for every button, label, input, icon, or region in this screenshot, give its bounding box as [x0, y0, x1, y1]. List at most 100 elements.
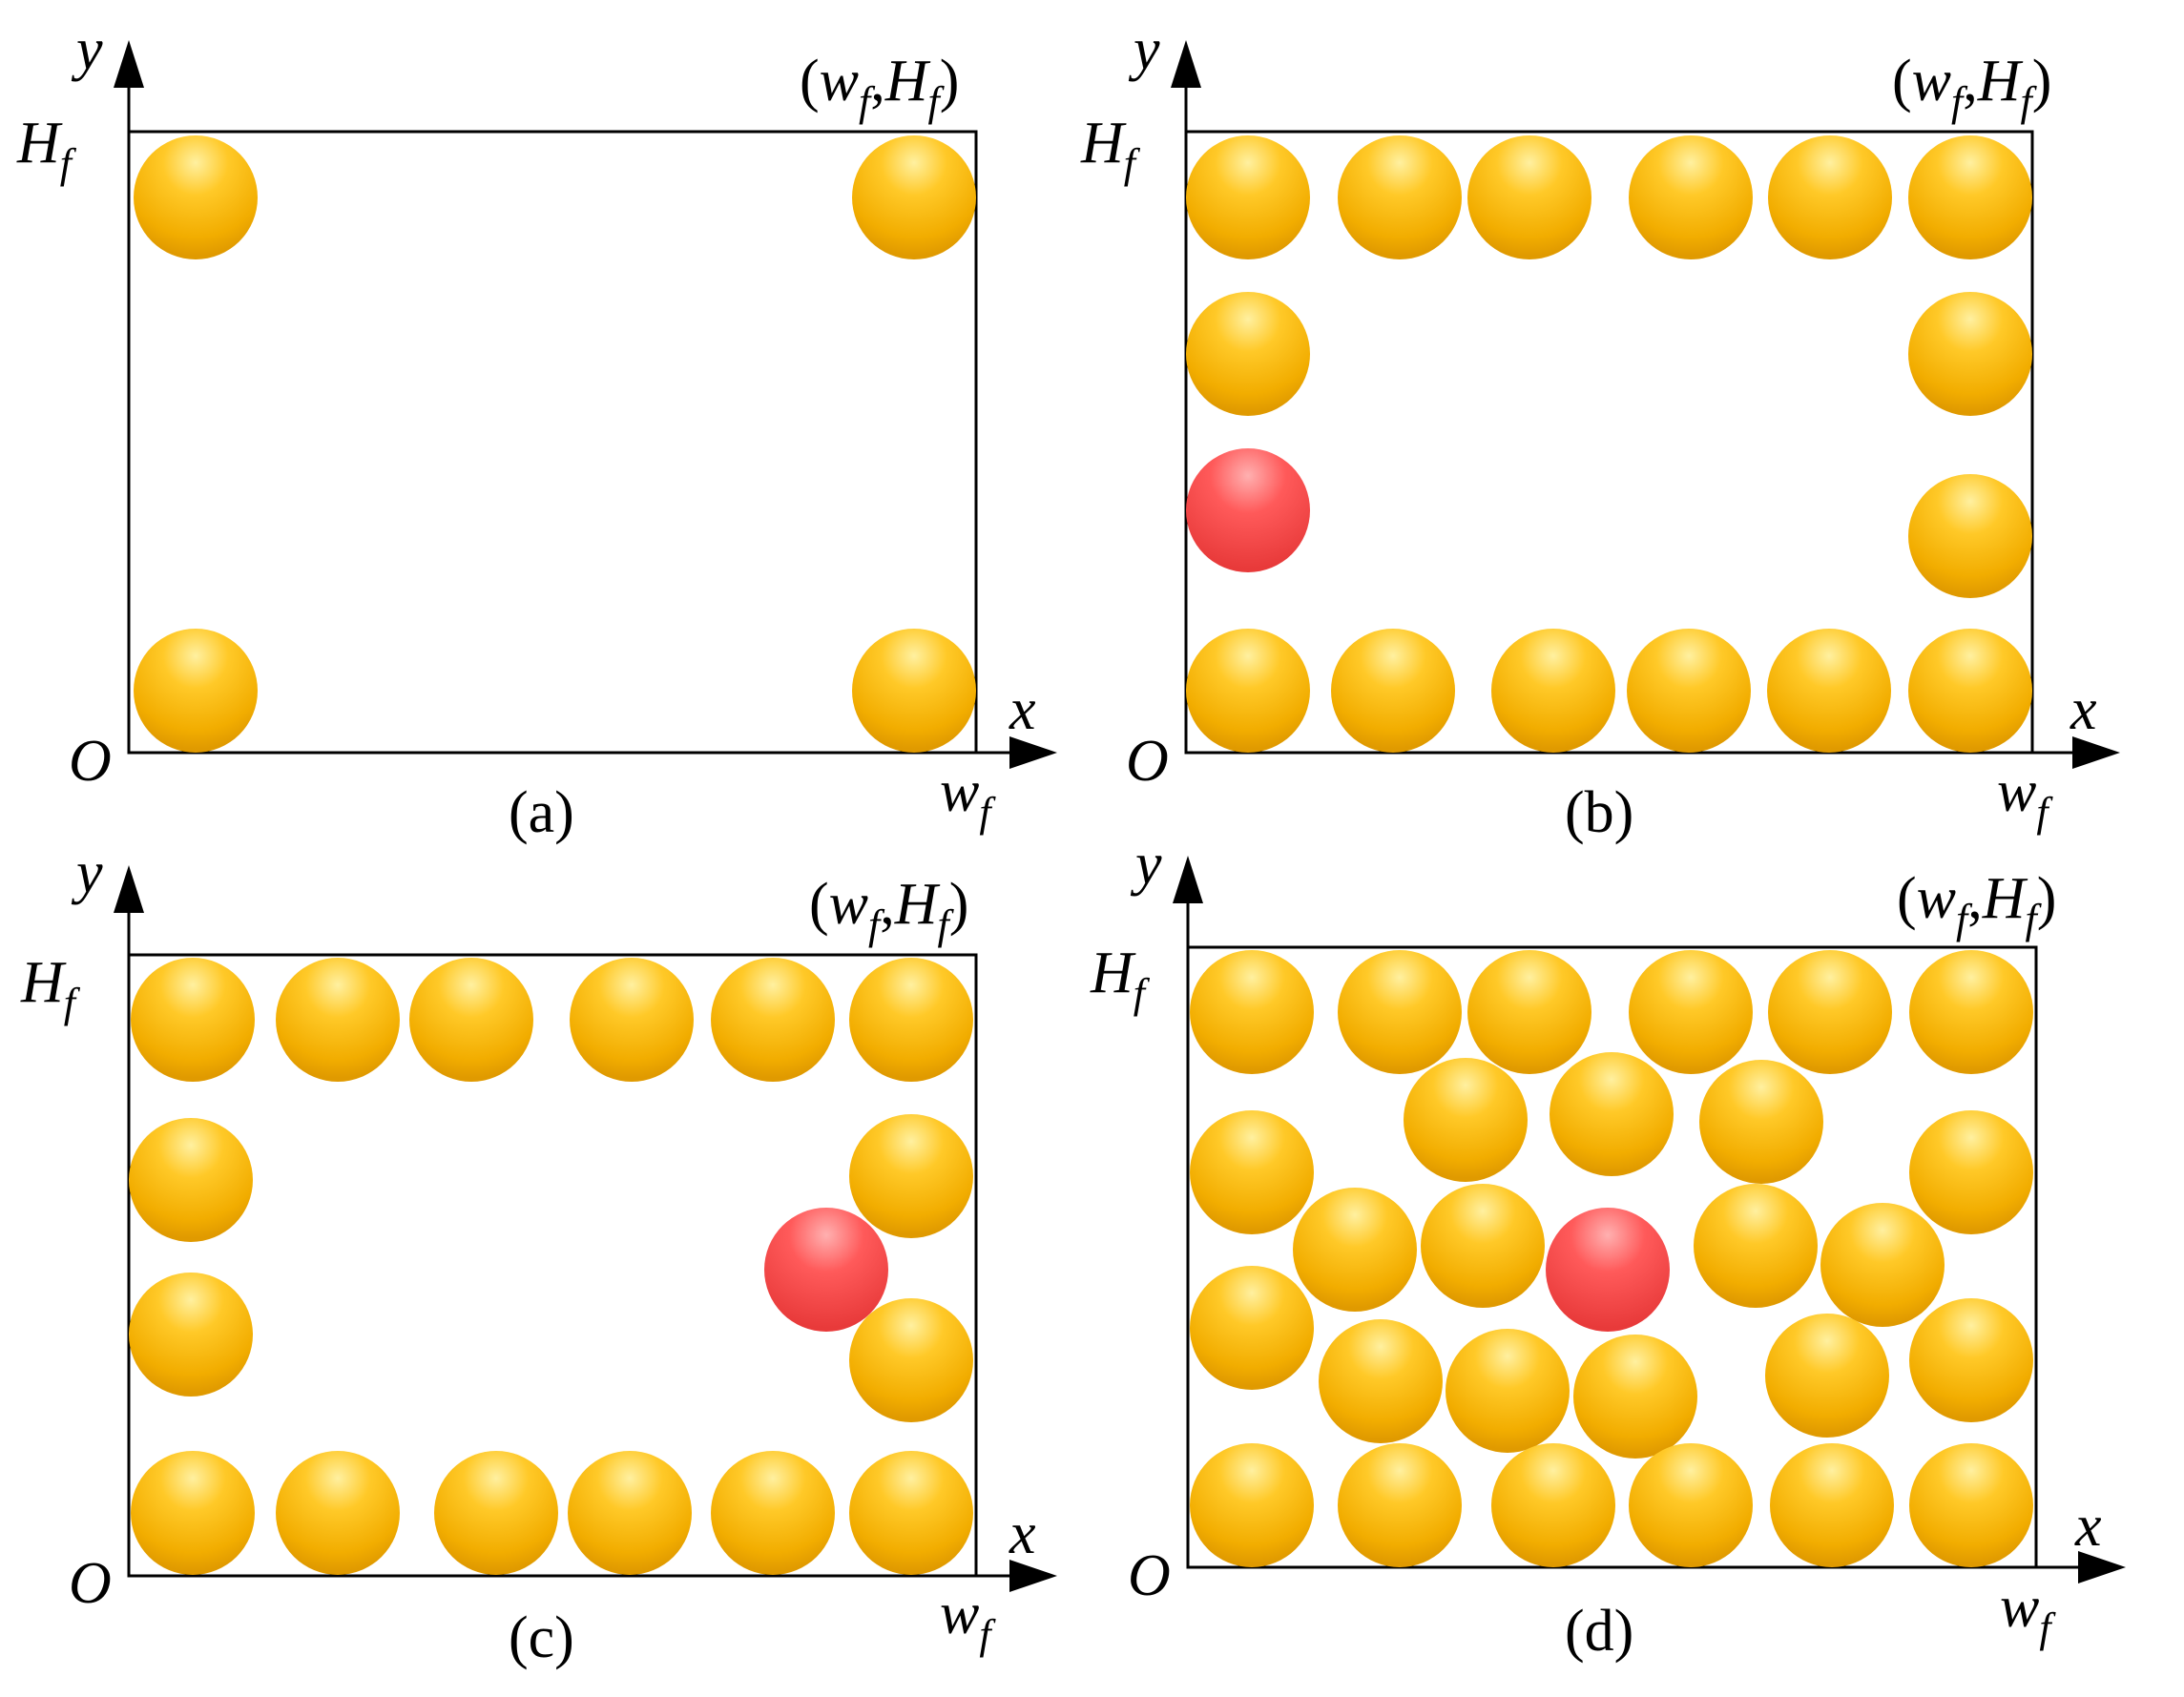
panel-b: y x O Hf wf (wf,Hf) (b) [1080, 17, 2120, 845]
particles [134, 135, 976, 753]
y-axis-label: y [71, 840, 103, 905]
corner-coordinate-label: (wf,Hf) [1897, 866, 2056, 942]
gold-particle [711, 1451, 835, 1575]
gold-particle [1186, 292, 1310, 416]
gold-particle [1627, 629, 1751, 753]
gold-particle [1909, 1443, 2033, 1567]
gold-particle [1190, 1443, 1314, 1567]
gold-particle [1338, 1443, 1462, 1567]
gold-particle [1629, 135, 1753, 259]
corner-close-paren: ) [949, 872, 969, 937]
gold-particle [1629, 950, 1753, 1074]
panel-d: y x O Hf wf (wf,Hf) (d) [1090, 832, 2126, 1664]
gold-particle [1190, 950, 1314, 1074]
panel-caption: (c) [509, 1605, 574, 1670]
height-symbol: H [16, 111, 63, 176]
gold-particle [1338, 135, 1462, 259]
panel-c: y x O Hf wf (wf,Hf) (c) [20, 840, 1057, 1670]
height-subscript: f [1134, 970, 1151, 1017]
gold-particle [134, 135, 258, 259]
gold-particle [1404, 1058, 1528, 1182]
width-subscript: f [2036, 789, 2053, 836]
red-particle [1546, 1208, 1670, 1332]
gold-particle [1491, 1443, 1615, 1567]
height-subscript: f [64, 980, 81, 1026]
y-axis-label: y [71, 17, 103, 82]
gold-particle [276, 1451, 400, 1575]
corner-h: H [884, 49, 931, 114]
gold-particle [1629, 1443, 1753, 1567]
corner-comma: , [1967, 866, 1983, 931]
width-subscript: f [979, 1611, 996, 1658]
height-subscript: f [60, 140, 77, 187]
particles [1190, 950, 2033, 1567]
gold-particle [1491, 629, 1615, 753]
gold-particle [1550, 1052, 1674, 1176]
height-symbol: H [20, 950, 67, 1015]
gold-particle [434, 1451, 558, 1575]
gold-particle [1421, 1184, 1545, 1308]
corner-comma: , [880, 872, 895, 937]
gold-particle [1467, 135, 1591, 259]
width-subscript: f [979, 789, 996, 836]
corner-coordinate-label: (wf,Hf) [809, 872, 968, 948]
x-axis-arrow [1009, 736, 1057, 769]
corner-w: w [820, 49, 859, 114]
gold-particle [1908, 292, 2032, 416]
gold-particle [570, 958, 694, 1082]
y-axis-label: y [1128, 17, 1160, 82]
gold-particle [849, 1451, 973, 1575]
gold-particle [1446, 1329, 1570, 1453]
gold-particle [1467, 950, 1591, 1074]
width-symbol: w [2000, 1575, 2039, 1640]
height-label: Hf [20, 950, 81, 1026]
gold-particle [849, 958, 973, 1082]
gold-particle [1190, 1266, 1314, 1390]
gold-particle [849, 1298, 973, 1422]
gold-particle [1694, 1184, 1818, 1308]
width-symbol: w [940, 759, 979, 824]
gold-particle [1820, 1203, 1945, 1327]
corner-open-paren: ( [1897, 866, 1917, 931]
panel-caption: (d) [1565, 1599, 1633, 1664]
corner-open-paren: ( [809, 872, 829, 937]
corner-coordinate-label: (wf,Hf) [800, 49, 959, 125]
gold-particle [1908, 629, 2032, 753]
origin-label: O [69, 1551, 112, 1616]
y-axis-label: y [1130, 832, 1162, 897]
gold-particle [1909, 1110, 2033, 1234]
corner-close-paren: ) [940, 49, 960, 114]
height-label: Hf [16, 111, 77, 187]
corner-comma: , [870, 49, 885, 114]
corner-w: w [1917, 866, 1956, 931]
width-label: wf [2000, 1575, 2056, 1651]
gold-particle [1765, 1314, 1889, 1438]
gold-particle [1338, 950, 1462, 1074]
width-symbol: w [940, 1582, 979, 1646]
gold-particle [568, 1451, 692, 1575]
gold-particle [1699, 1060, 1823, 1184]
corner-h: H [894, 872, 941, 937]
gold-particle [276, 958, 400, 1082]
x-axis-label: x [1009, 677, 1036, 742]
red-particle [1186, 448, 1310, 572]
gold-particle [1767, 629, 1891, 753]
gold-particle [1909, 1298, 2033, 1422]
width-label: wf [940, 1582, 996, 1658]
corner-coordinate-label: (wf,Hf) [1892, 49, 2051, 125]
width-label: wf [940, 759, 996, 836]
gold-particle [1190, 1110, 1314, 1234]
red-particle [764, 1208, 888, 1332]
region-frame [127, 130, 978, 755]
gold-particle [1768, 950, 1892, 1074]
gold-particle [849, 1114, 973, 1238]
corner-open-paren: ( [800, 49, 820, 114]
gold-particle [1909, 950, 2033, 1074]
gold-particle [1331, 629, 1455, 753]
corner-open-paren: ( [1892, 49, 1912, 114]
y-axis-arrow [114, 40, 144, 88]
height-symbol: H [1080, 111, 1127, 176]
height-label: Hf [1090, 941, 1151, 1017]
corner-w: w [829, 872, 868, 937]
